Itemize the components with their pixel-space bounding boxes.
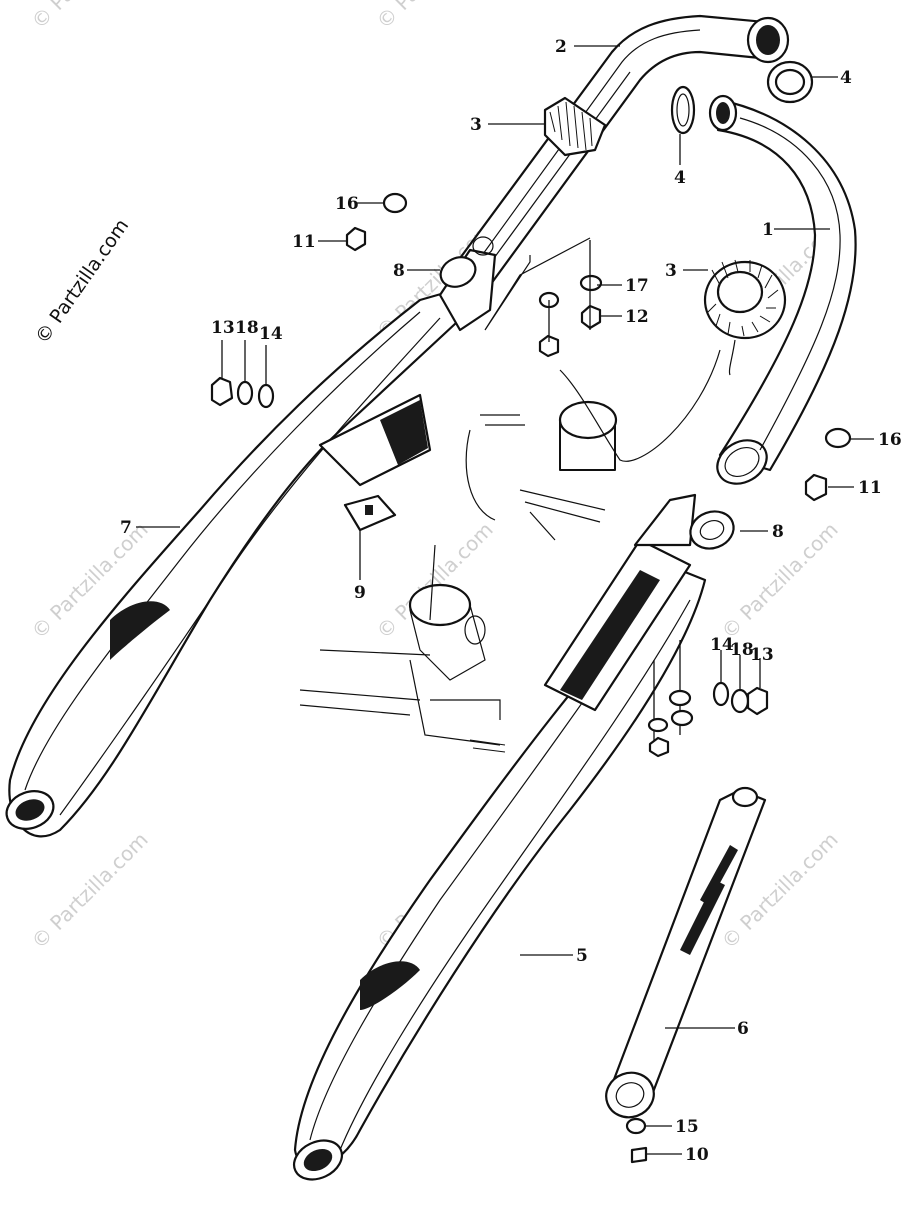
callout-8: 8 (393, 261, 405, 281)
callout-15: 15 (675, 1117, 699, 1137)
watermark: © Partzilla.com (31, 215, 133, 348)
callout-9: 9 (354, 583, 366, 603)
callout-11: 11 (292, 232, 316, 252)
watermark: © Partzilla.com (27, 827, 153, 953)
callout-13: 13 (750, 645, 774, 665)
clamp-left (439, 236, 494, 288)
callout-18: 18 (235, 318, 259, 338)
exhaust-pipe-right (708, 94, 857, 485)
callout-13: 13 (211, 318, 235, 338)
exhaust-pipe-left (453, 14, 790, 290)
callout-7: 7 (120, 518, 132, 538)
muffler-right (292, 493, 707, 1181)
leader-lines (136, 45, 874, 1155)
callout-3: 3 (470, 115, 482, 135)
callout-10: 10 (685, 1145, 709, 1165)
callout-17: 17 (625, 276, 649, 296)
callout-12: 12 (625, 307, 649, 327)
washer-16-upper (382, 192, 408, 214)
gasket-ring-right (766, 60, 814, 104)
callout-4: 4 (674, 168, 686, 188)
callout-6: 6 (737, 1019, 749, 1039)
callout-11: 11 (858, 478, 882, 498)
callout-1: 1 (762, 220, 774, 240)
gasket-ring-left (670, 85, 696, 135)
callout-3: 3 (665, 261, 677, 281)
hardware (210, 192, 852, 1164)
callout-16: 16 (878, 430, 902, 450)
watermark: © Partzilla.com (372, 0, 498, 34)
callout-8: 8 (772, 522, 784, 542)
watermark: © Partzilla.com (27, 0, 153, 34)
joint-nut-upper (543, 96, 607, 157)
callout-18: 18 (730, 640, 754, 660)
callout-16: 16 (335, 194, 359, 214)
joint-nut-right (703, 259, 787, 376)
callout-14: 14 (710, 635, 734, 655)
callout-2: 2 (555, 37, 567, 57)
callouts: 1 2 3 3 4 4 5 6 7 8 8 9 10 11 11 12 13 1… (120, 37, 902, 1165)
callout-14: 14 (259, 324, 283, 344)
muffler-left (5, 248, 497, 838)
nut-11-upper (345, 226, 367, 252)
clamp-right (689, 510, 735, 550)
callout-5: 5 (576, 946, 588, 966)
callout-4: 4 (840, 68, 852, 88)
frame-bracket-sketch (299, 237, 721, 753)
baffle-tube (605, 786, 767, 1119)
